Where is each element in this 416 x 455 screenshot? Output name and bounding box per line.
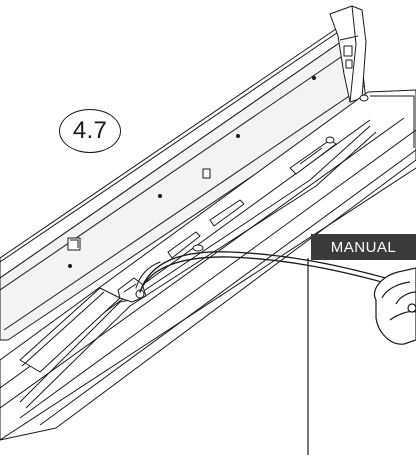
bracket (202, 168, 211, 179)
cable (139, 251, 401, 293)
step-number-text: 4.7 (72, 117, 108, 144)
fixing-point (325, 136, 335, 144)
step-number-badge: 4.7 (59, 109, 121, 153)
bracket (67, 237, 81, 251)
manual-label-text: MANUAL (330, 238, 397, 256)
upper-rail-face (0, 29, 367, 341)
upper-rail-top-edge (0, 23, 351, 263)
slot (289, 139, 337, 175)
slot (167, 231, 201, 259)
drill-icon (373, 267, 416, 345)
slot (209, 199, 245, 227)
manual-callout-label: MANUAL (311, 234, 416, 260)
fixing-point (359, 94, 369, 102)
lower-rail (0, 89, 416, 441)
fixing-point (192, 244, 204, 252)
